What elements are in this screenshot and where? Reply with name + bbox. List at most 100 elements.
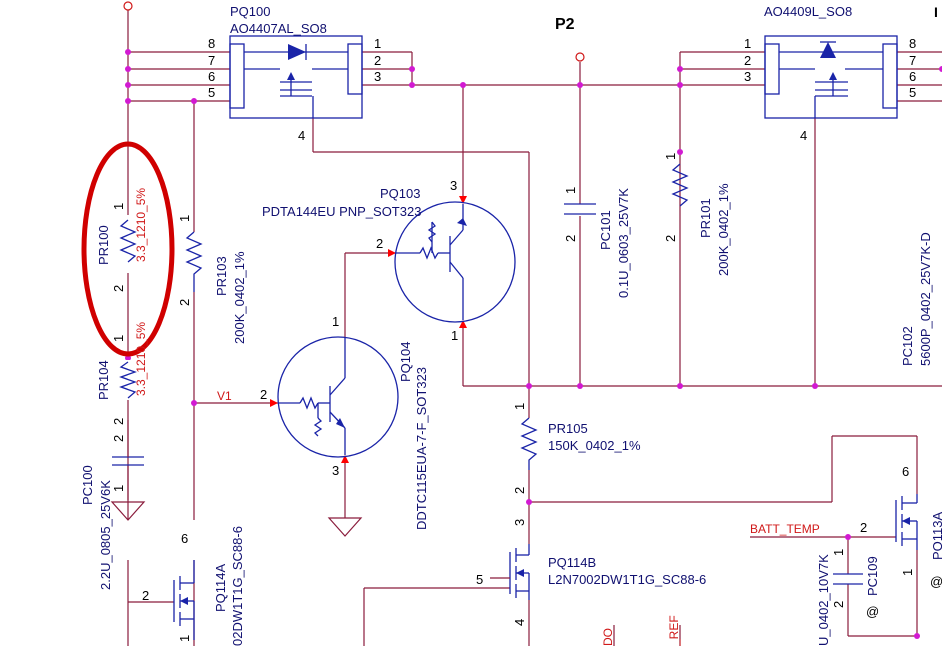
capacitors — [112, 203, 863, 585]
pq-right-gate-pin: 4 — [800, 128, 807, 143]
resistors — [119, 163, 689, 470]
net-clipped-b: _REF — [667, 615, 681, 646]
pr105-ref: PR105 — [548, 421, 588, 436]
pc101-pin1: 1 — [563, 187, 578, 194]
pq100-pin1: 1 — [374, 36, 381, 51]
pin-markers — [123, 1, 585, 463]
pr101-ref: PR101 — [698, 198, 713, 238]
pc101-value: 0.1U_0603_25V7K — [616, 188, 631, 298]
pc101-pin2: 2 — [563, 235, 578, 242]
net-clipped-a: DO — [601, 628, 615, 646]
junction-dots — [125, 49, 942, 639]
pq100-gate-pin: 4 — [298, 128, 305, 143]
pq113a-ref: PQ113A — [930, 511, 942, 560]
pr100-pin2: 2 — [111, 285, 126, 292]
pq114a-part: 02DW1T1G_SC88-6 — [230, 526, 245, 646]
pc109-pin2: 2 — [831, 601, 846, 608]
pq113a-marker: @ — [930, 574, 942, 589]
pc102-value: 5600P_0402_25V7K-D — [918, 232, 933, 366]
page-label: P2 — [555, 16, 575, 33]
pc100-value: 2.2U_0805_25V6K — [98, 480, 113, 590]
pr101-value: 200K_0402_1% — [716, 183, 731, 276]
pq113a-mosfet — [895, 494, 918, 550]
pq114b-part: L2N7002DW1T1G_SC88-6 — [548, 572, 706, 587]
pq114a-pin2: 2 — [142, 588, 149, 603]
pq114a-pin6: 6 — [181, 531, 188, 546]
pq104-ref: PQ104 — [398, 342, 413, 382]
pq104-pin2: 2 — [260, 387, 267, 402]
pr100-value: 3.3_1210_5% — [134, 188, 148, 262]
pc100-pin1: 1 — [111, 485, 126, 492]
pc109-marker: @ — [866, 604, 879, 619]
pq114b-mosfet — [490, 544, 530, 600]
pq113a-pin2: 2 — [860, 520, 867, 535]
pr104-value: 3.3_1210_5% — [134, 322, 148, 396]
pq114b-pin3: 3 — [512, 519, 527, 526]
pq113a-pin6: 6 — [902, 464, 909, 479]
pr100-ref: PR100 — [96, 225, 111, 265]
supply-port-left — [123, 1, 133, 11]
pc102-ref: PC102 — [900, 326, 915, 366]
pr101-pin2: 2 — [663, 235, 678, 242]
pr101-pin1: 1 — [663, 153, 678, 160]
pq100-mosfet — [229, 35, 363, 119]
pq114a-pin1: 1 — [177, 635, 192, 642]
pq100-pin8: 8 — [208, 36, 215, 51]
pq100-ref: PQ100 — [230, 4, 270, 19]
pq-right-pin5: 5 — [909, 85, 916, 100]
pr105-pin1: 1 — [512, 403, 527, 410]
pq114b-pin5: 5 — [476, 572, 483, 587]
pq104-part: DDTC115EUA-7-F_SOT323 — [414, 367, 429, 530]
pr103-value: 200K_0402_1% — [232, 251, 247, 344]
pr103-pin2: 2 — [177, 299, 192, 306]
pq114a-ref: PQ114A — [213, 563, 228, 612]
pq100-pin7: 7 — [208, 53, 215, 68]
net-batt-temp: BATT_TEMP — [750, 522, 820, 536]
right-mosfet — [764, 35, 898, 119]
pq103-ref: PQ103 — [380, 186, 420, 201]
pq-right-pin7: 7 — [909, 53, 916, 68]
pc100-pin2: 2 — [111, 435, 126, 442]
pr100-pin1: 1 — [111, 203, 126, 210]
pq103-part: PDTA144EU PNP_SOT323 — [262, 204, 421, 219]
pq104-pin3: 3 — [332, 463, 339, 478]
pr104-ref: PR104 — [96, 360, 111, 400]
pq103-transistor — [394, 201, 516, 323]
pq103-pin1: 1 — [451, 328, 458, 343]
pq114b-pin4: 4 — [512, 619, 527, 626]
pq-right-pin6: 6 — [909, 69, 916, 84]
pq114a-mosfet — [173, 560, 195, 640]
pq103-pin3: 3 — [450, 178, 457, 193]
pq100-part: AO4407AL_SO8 — [230, 21, 327, 36]
ground-symbols — [110, 501, 363, 537]
pc100-ref: PC100 — [80, 465, 95, 505]
pq-right-pin2: 2 — [744, 53, 751, 68]
net-v1: V1 — [217, 389, 232, 403]
supply-port-center — [575, 52, 585, 62]
pr103-ref: PR103 — [214, 256, 229, 296]
pq100-pin3: 3 — [374, 69, 381, 84]
pq104-pin1: 1 — [332, 314, 339, 329]
pq-right-pin3: 3 — [744, 69, 751, 84]
pr103-pin1: 1 — [177, 215, 192, 222]
pq114b-ref: PQ114B — [548, 555, 596, 570]
pq113a-pin1: 1 — [900, 569, 915, 576]
pq-right-pin8: 8 — [909, 36, 916, 51]
pc101-ref: PC101 — [598, 210, 613, 250]
pr105-pin2: 2 — [512, 487, 527, 494]
pq103-pin2: 2 — [376, 236, 383, 251]
wires — [127, 10, 942, 646]
pr105-value: 150K_0402_1% — [548, 438, 641, 453]
pc109-pin1: 1 — [831, 549, 846, 556]
highlight-ellipse — [81, 141, 175, 357]
pc109-value: U_0402_10V7K — [816, 554, 831, 646]
pq100-pin5: 5 — [208, 85, 215, 100]
pq-right-part: AO4409L_SO8 — [764, 4, 852, 19]
pc109-ref: PC109 — [865, 556, 880, 596]
pq100-pin6: 6 — [208, 69, 215, 84]
pq104-transistor — [277, 336, 399, 458]
clipped-corner-label: I — [934, 4, 938, 20]
pq-right-pin1: 1 — [744, 36, 751, 51]
pr104-pin2: 2 — [111, 418, 126, 425]
